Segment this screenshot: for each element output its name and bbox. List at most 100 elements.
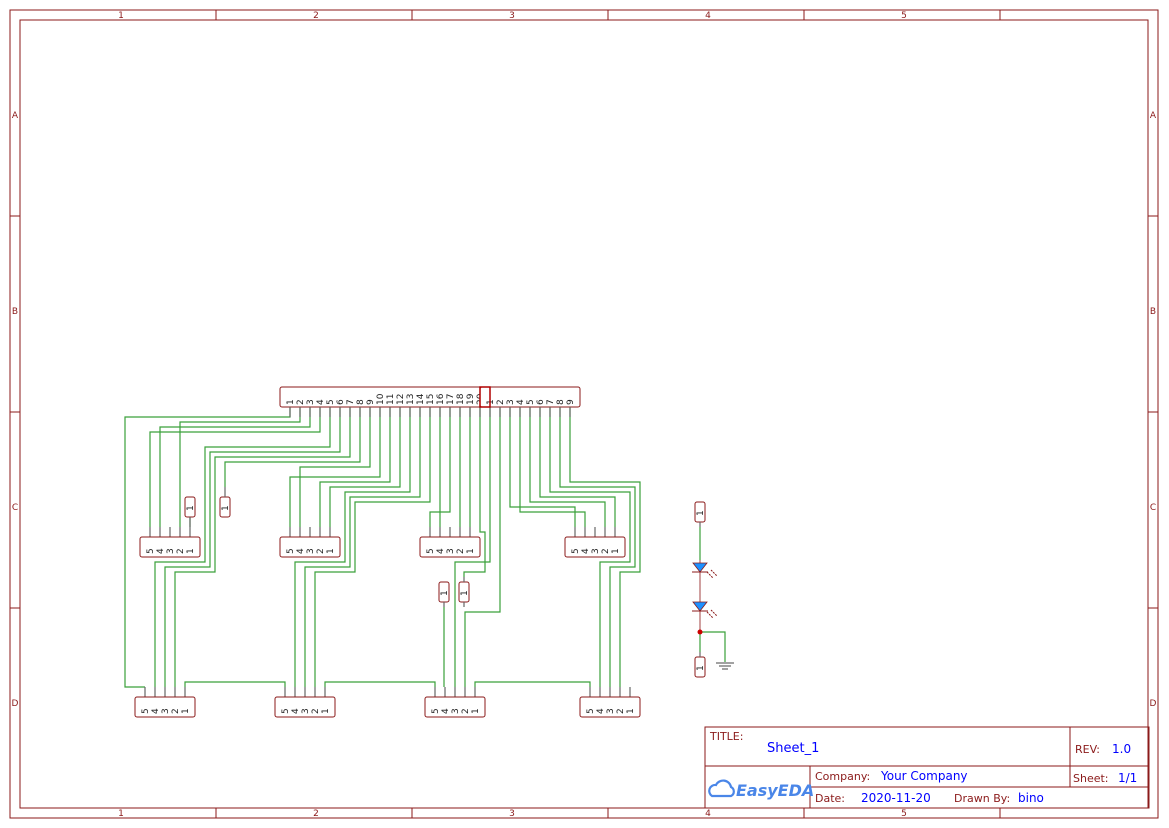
pin-number: 3 [606,708,616,714]
wire[interactable] [184,681,286,687]
wire[interactable] [224,407,361,487]
pin-number: 3 [306,399,316,405]
pin-number: 5 [146,548,156,554]
header-connector-20pin[interactable]: 1234567891011121314151617181920 [279,386,491,417]
frame-row-label: C [1150,503,1156,513]
wire[interactable] [164,407,341,687]
pin-number: 2 [171,708,181,714]
pin-number: 1 [486,399,496,405]
wire[interactable] [319,407,391,527]
junction-dot [697,629,703,635]
drawn-by-value[interactable]: bino [1018,791,1044,805]
single-pin-component[interactable]: 1 [458,577,470,607]
frame-row-label: D [1150,699,1157,709]
pin-number: 2 [176,548,186,554]
wire[interactable] [539,407,616,527]
wire[interactable] [159,407,311,527]
pin-number: 12 [396,394,406,405]
pin-number: 6 [336,399,346,405]
pin-number: 1 [181,708,191,714]
wire[interactable] [464,407,501,687]
pin-number: 3 [506,399,516,405]
date-value[interactable]: 2020-11-20 [861,791,931,805]
wire[interactable] [174,407,351,687]
pin-number: 15 [426,394,436,405]
wire[interactable] [429,407,451,527]
pin-number: 4 [436,548,446,554]
wires [124,407,726,688]
light-emission-icon [706,569,718,579]
wire[interactable] [149,407,321,527]
drawn-by-label: Drawn By: [954,792,1010,805]
wire[interactable] [509,407,576,527]
wire[interactable] [314,407,431,687]
sheet-value[interactable]: 1/1 [1118,771,1137,785]
led-1[interactable] [692,560,718,600]
wire[interactable] [474,681,591,687]
component-label: 1 [440,590,450,596]
wire[interactable] [299,407,371,527]
pin-number: 1 [626,708,636,714]
single-pin-component[interactable]: 1 [694,652,706,678]
pin-number: 8 [356,399,366,405]
wire[interactable] [569,407,641,687]
pin-number: 8 [556,399,566,405]
wire[interactable] [324,681,436,687]
wire[interactable] [304,407,421,687]
pin-number: 2 [316,548,326,554]
frame-column-label: 3 [509,11,515,21]
single-pin-component[interactable]: 1 [219,487,231,518]
pin-number: 4 [156,548,166,554]
pin-number: 13 [406,394,416,405]
pin-number: 5 [326,399,336,405]
pin-number: 2 [616,708,626,714]
wire[interactable] [549,407,631,687]
wire[interactable] [519,407,586,527]
pin-number: 4 [151,708,161,714]
pin-number: 4 [316,399,326,405]
led-icon [692,601,708,612]
wire[interactable] [463,407,486,577]
wire[interactable] [559,407,636,687]
rev-value[interactable]: 1.0 [1112,742,1131,756]
easyeda-logo: EasyEDA [708,779,814,800]
rev-label: REV: [1075,743,1100,756]
pin-number: 5 [571,548,581,554]
wire[interactable] [529,407,606,527]
frame-column-label: 5 [901,11,907,21]
pin-number: 1 [321,708,331,714]
pin-number: 3 [166,548,176,554]
cloud-icon [708,779,735,798]
title-value[interactable]: Sheet_1 [767,741,819,756]
wire[interactable] [700,631,726,662]
company-value[interactable]: Your Company [880,769,968,783]
single-pin-component[interactable]: 1 [184,496,196,527]
wire[interactable] [179,407,301,527]
wire[interactable] [454,407,491,687]
pin-number: 19 [466,393,476,405]
single-pin-component[interactable]: 1 [694,501,706,527]
frame-column-label: 5 [901,809,907,819]
pin-number: 2 [456,548,466,554]
wire[interactable] [289,407,381,527]
led-2[interactable] [692,600,718,632]
wire[interactable] [294,407,411,687]
date-label: Date: [815,792,845,805]
single-pin-component[interactable]: 1 [438,581,450,607]
wire[interactable] [329,407,401,527]
frame-row-label: B [12,307,18,317]
pin-number: 14 [416,393,426,405]
ground-icon[interactable] [716,662,734,670]
pin-number: 4 [516,399,526,405]
wire[interactable] [154,407,331,687]
